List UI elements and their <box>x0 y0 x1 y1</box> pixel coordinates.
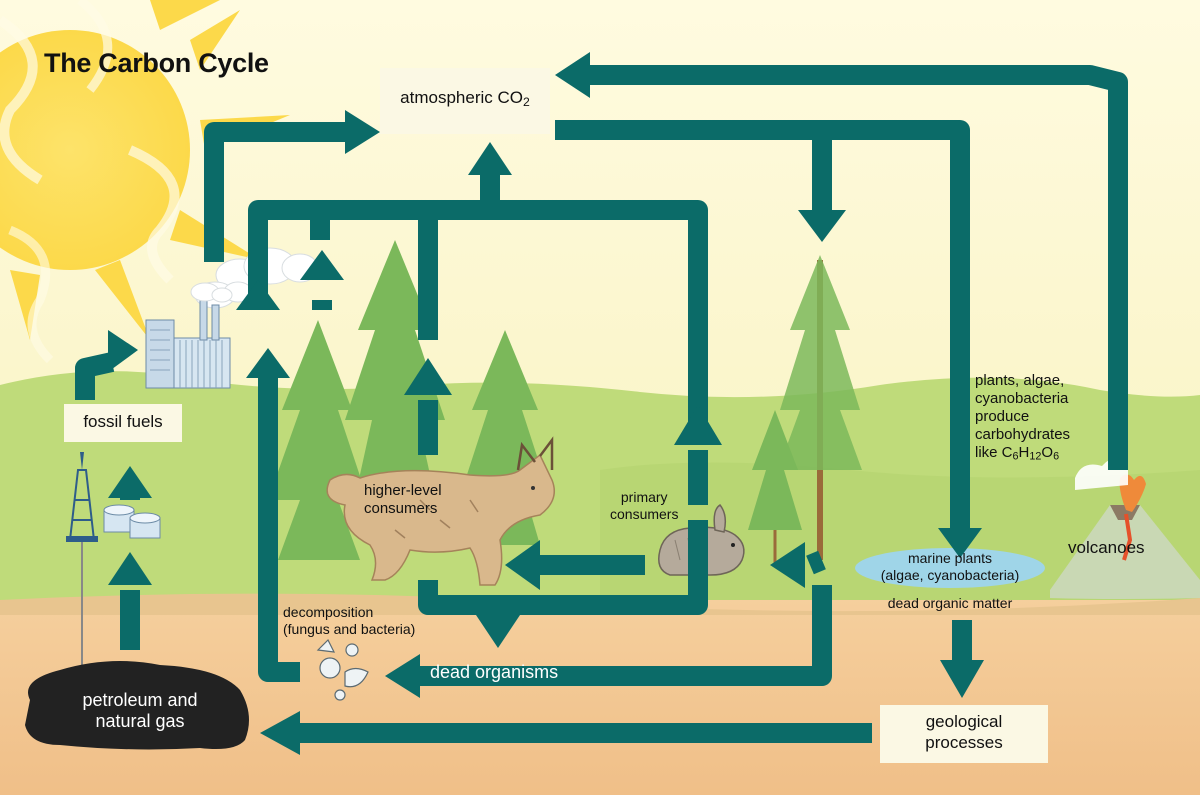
dead-organic-matter-label: dead organic matter <box>887 595 1013 611</box>
geological-box <box>880 705 1048 763</box>
factory-icon <box>145 282 233 389</box>
fungus-icon <box>316 638 369 701</box>
arrowhead-higher-consumers <box>404 358 452 395</box>
soil-edge <box>0 593 1200 615</box>
decomposition-label: decomposition (fungus and bacteria) <box>283 604 416 637</box>
higher-level-consumers-label: higher-level consumers <box>364 482 442 517</box>
rock-icon <box>25 661 249 750</box>
arrow-decomposition-loop <box>258 375 300 682</box>
arrowhead-to-higher <box>505 540 540 590</box>
oil-rig-icon <box>66 452 98 680</box>
arrowhead-marine <box>938 528 982 558</box>
arrow-atmosphere-to-marine <box>555 120 970 535</box>
arrow-consumers-to-decomposition <box>418 520 708 615</box>
marine-water <box>855 548 1045 588</box>
photosynthesis-label: plants, algae, cyanobacteria produce car… <box>975 372 1071 463</box>
diagram-title: The Carbon Cycle <box>44 48 269 78</box>
arrow-fossil-to-factory <box>75 352 115 400</box>
fossil-fuels-label: fossil fuels <box>83 412 163 431</box>
arrow-plants-to-primary <box>806 550 826 575</box>
lynx-icon <box>326 436 555 586</box>
arrowhead-tanks <box>108 466 152 498</box>
fossil-fuels-box <box>64 404 182 442</box>
sun-icon <box>0 0 290 364</box>
atmospheric-co2-label: atmospheric CO2 <box>400 88 530 110</box>
arrowhead-primary-consumers <box>674 405 722 445</box>
arrowhead-plants-up <box>300 250 344 280</box>
arrow-dead-organisms <box>420 585 832 686</box>
petroleum-label: petroleum and natural gas <box>82 690 198 731</box>
primary-consumers-label: primary consumers <box>610 489 679 522</box>
arrowhead-dead-organisms <box>385 654 420 698</box>
grassland-back <box>600 462 1200 620</box>
arrow-respiration-loop <box>248 200 708 425</box>
arrow-factory-to-atmosphere <box>204 122 345 262</box>
carbohydrate-formula: like C6H12O6 <box>975 444 1060 463</box>
arrow-network <box>75 65 1128 743</box>
arrowhead-loop-up <box>236 280 280 310</box>
atmospheric-box <box>380 68 550 134</box>
arrowhead-decomp-loop <box>246 348 290 378</box>
arrowhead-forest <box>798 210 846 242</box>
arrow-volcanoes-to-atmosphere <box>590 65 1128 470</box>
storage-tanks-icon <box>103 504 161 539</box>
arrowhead-factory <box>108 330 138 372</box>
arrowhead-petroleum-up <box>108 552 152 585</box>
arrowhead-atmosphere-left <box>345 110 380 154</box>
marine-plants-label: marine plants (algae, cyanobacteria) <box>880 550 1020 583</box>
volcanoes-label: volcanoes <box>1068 538 1145 557</box>
arrow-heads <box>108 52 984 755</box>
arrowhead-to-primary <box>770 542 805 588</box>
geological-processes-label: geological processes <box>925 712 1003 752</box>
arrowhead-atmosphere-bottom <box>468 142 512 175</box>
dead-organisms-label: dead organisms <box>430 662 559 682</box>
arrowhead-decomposition <box>476 615 520 648</box>
arrowhead-geological <box>940 660 984 698</box>
arrowhead-petroleum <box>260 711 300 755</box>
arrowhead-atmosphere-right <box>555 52 590 98</box>
